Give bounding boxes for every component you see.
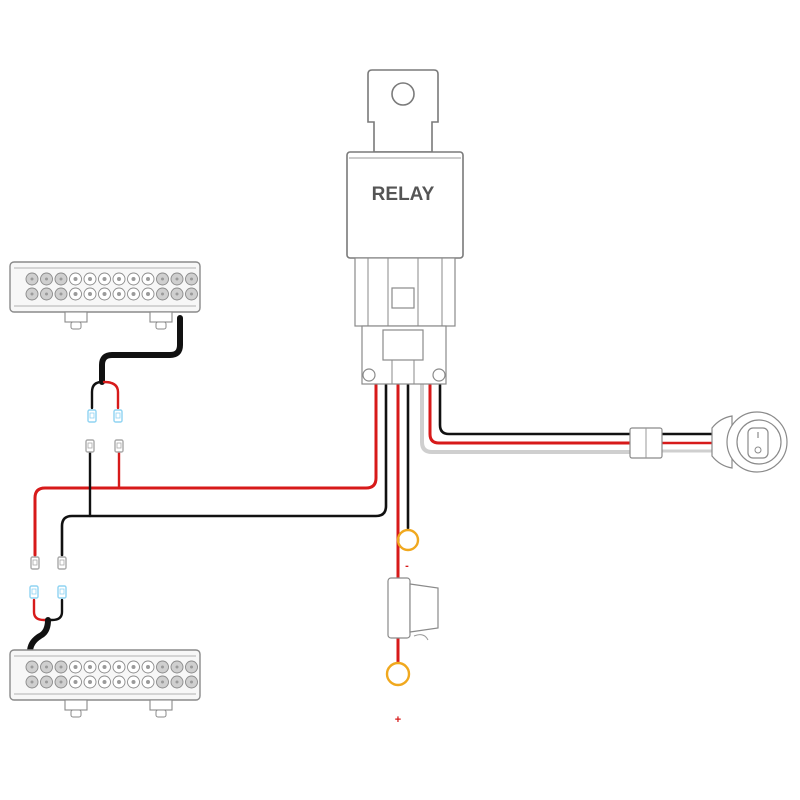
mounting-bracket [149,699,173,718]
switch-boot [711,415,733,469]
connector-male-bottom-red [30,556,40,570]
wire-black-relay-to-switch [438,383,634,436]
relay-connector-ear-right [432,368,446,382]
connector-male-top-red [114,439,124,453]
relay-latch [391,287,415,309]
relay-label: RELAY [372,184,435,205]
ring-terminal-battery [385,661,411,687]
fuse-assembly: - + [385,528,439,726]
fuse-holder-cap [409,583,439,633]
wire-top-light-lead [99,315,183,385]
light-bar-housing [9,261,201,313]
ring-terminal-ground [396,528,420,552]
wires [27,315,714,664]
battery-positive-sign: + [395,714,401,726]
wire-white-relay-to-switch [420,383,634,454]
relay: RELAY [346,69,464,385]
relay-mounting-hole [391,82,415,106]
wire-red-relay-to-switch [428,383,634,445]
light-bar-top [9,261,201,330]
wire-bottom-split-red [32,598,50,622]
wire-red-relay-to-lights [33,383,378,557]
wire-top-split-red [102,380,120,410]
connector-female-top-red [113,409,123,423]
connector-female-bottom-black [57,585,67,599]
mounting-bracket [64,699,88,718]
mounting-bracket [149,311,173,330]
ground-sign: - [405,560,409,572]
light-bar-bottom [9,649,201,718]
wire-black-relay-to-lights [60,383,388,557]
relay-connector-ear-left [362,368,376,382]
wire-top-split-black [90,380,104,410]
connector-male-top-black [85,439,95,453]
switch-rocker [747,427,769,459]
wire-bottom-split-black [46,598,64,622]
connector-female-bottom-red [29,585,39,599]
fuse-holder [387,577,411,639]
light-bar-housing [9,649,201,701]
connector-male-bottom-black [57,556,67,570]
relay-mounting-tab [367,69,439,153]
rocker-switch [629,411,788,473]
relay-body [346,151,464,259]
connectors [29,409,124,599]
switch-mark-off [754,446,762,454]
mounting-bracket [64,311,88,330]
wire-bottom-light-lead [27,617,51,655]
connector-female-top-black [87,409,97,423]
